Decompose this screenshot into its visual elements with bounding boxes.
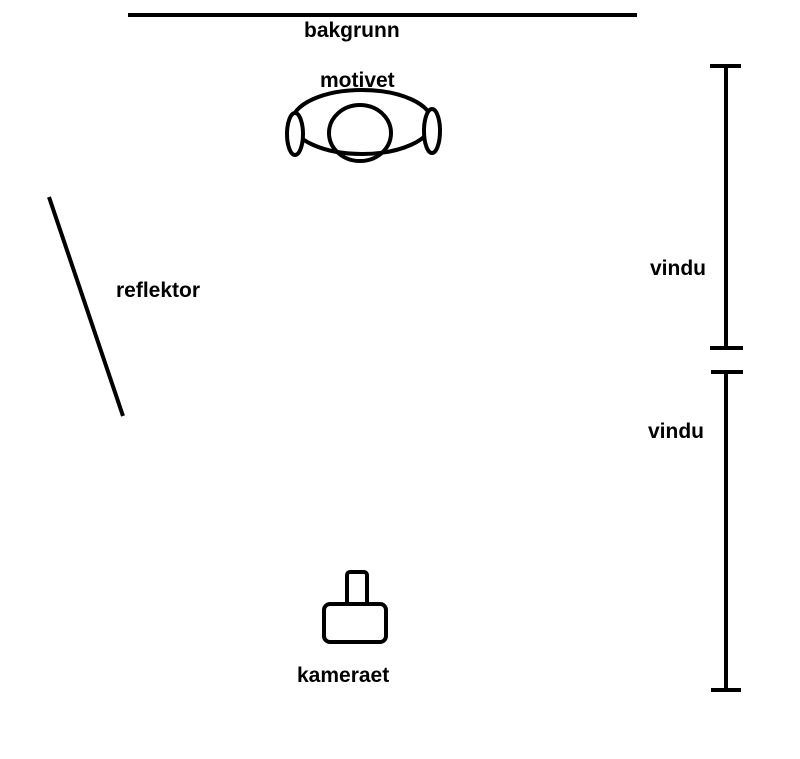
subject-label: motivet: [320, 69, 395, 92]
subject-left-arm: [285, 111, 305, 157]
window-lower: [711, 370, 743, 692]
reflector-label: reflektor: [116, 279, 201, 302]
subject-shoulders: [290, 88, 434, 156]
reflector-line: [47, 196, 125, 417]
window-upper-label: vindu: [650, 257, 706, 280]
camera-body: [322, 602, 388, 644]
window-lower-label: vindu: [648, 420, 704, 443]
camera-label: kameraet: [297, 664, 390, 687]
camera-figure: [322, 570, 388, 644]
camera-lens: [345, 570, 369, 608]
window-upper: [710, 64, 743, 350]
subject-head: [327, 103, 393, 163]
background-label: bakgrunn: [304, 19, 400, 42]
subject-figure: [285, 88, 442, 163]
subject-right-arm: [422, 107, 442, 155]
